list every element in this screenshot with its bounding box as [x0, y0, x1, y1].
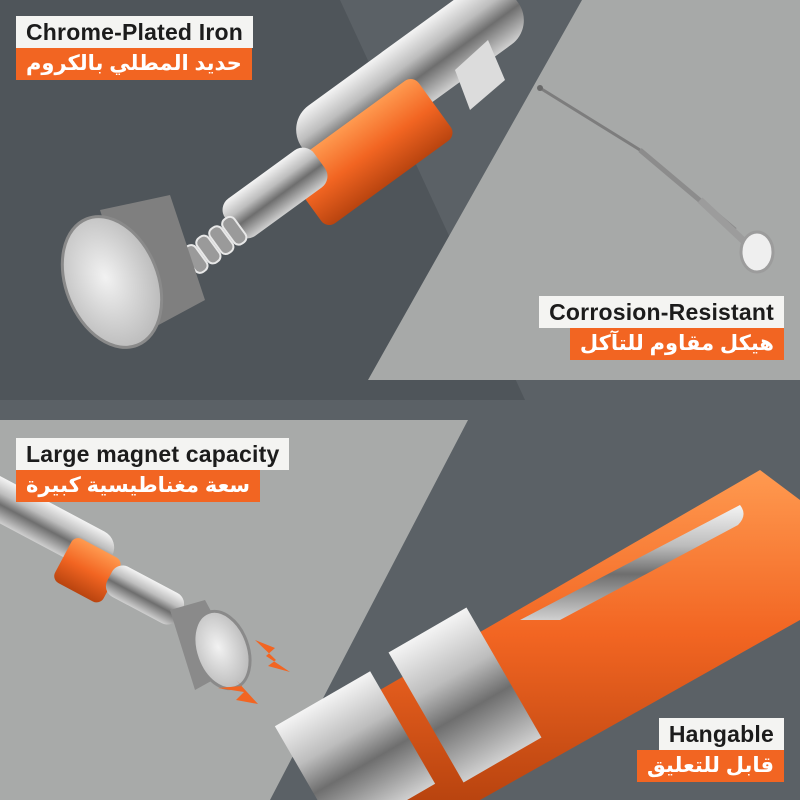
magnet-tool-closeup-bottom: [0, 471, 290, 704]
feature-title-ar: قابل للتعليق: [636, 750, 784, 782]
feature-title-ar: سعة مغناطيسية كبيرة: [16, 470, 261, 502]
feature-title-ar: هيكل مقاوم للتآكل: [569, 328, 784, 360]
magnet-force-arrow-upper: [255, 640, 290, 672]
feature-title-ar: حديد المطلي بالكروم: [16, 48, 252, 80]
feature-title-en: Corrosion-Resistant: [539, 296, 784, 328]
pen-clip-handle: [274, 470, 800, 800]
feature-title-en: Hangable: [658, 718, 784, 750]
feature-label-hangable: Hangable قابل للتعليق: [636, 718, 784, 782]
telescoping-tool-full: [537, 85, 775, 274]
feature-label-corrosion-resistant: Corrosion-Resistant هيكل مقاوم للتآكل: [539, 296, 784, 360]
feature-label-large-magnet: Large magnet capacity سعة مغناطيسية كبير…: [16, 438, 290, 502]
feature-title-en: Chrome-Plated Iron: [16, 16, 254, 48]
magnet-force-arrow-lower: [218, 680, 258, 704]
feature-title-en: Large magnet capacity: [16, 438, 290, 470]
magnet-tool-closeup-top: [60, 0, 524, 349]
top-right-panel: [368, 0, 800, 380]
bottom-left-panel: [0, 420, 468, 800]
feature-label-chrome-plated: Chrome-Plated Iron حديد المطلي بالكروم: [16, 16, 254, 80]
